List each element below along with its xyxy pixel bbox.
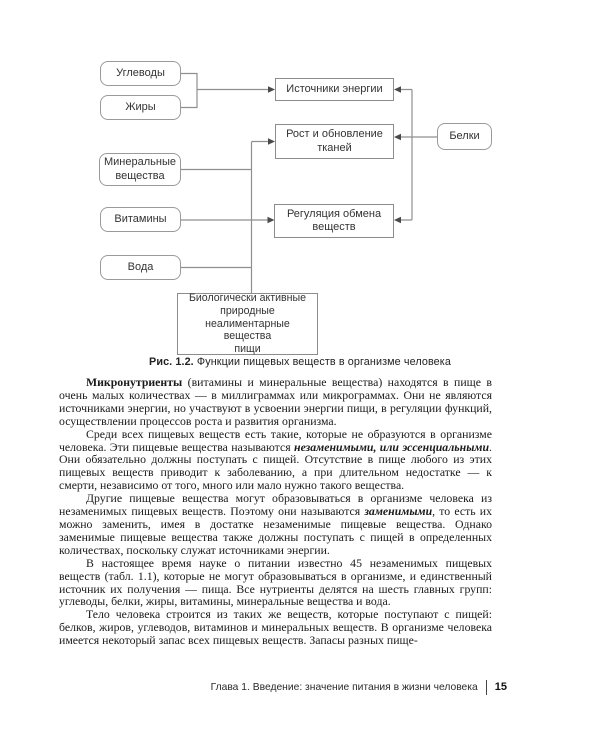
paragraph-essential: Среди всех пищевых веществ есть такие, к… xyxy=(59,426,492,493)
paragraph-body-composition: Тело человека строится из таких же вещес… xyxy=(59,608,492,647)
diagram-node-bioactive-substances: Биологически активные природные неалимен… xyxy=(177,292,318,355)
paragraph-text: Тело человека строится из таких же вещес… xyxy=(59,607,492,648)
paragraph-text: Другие пищевые вещества могут образовыва… xyxy=(59,491,492,519)
diagram-node-fats: Жиры xyxy=(100,95,181,120)
arrowheads xyxy=(267,86,401,224)
paragraph-text: (витамины и минеральные вещества) находя… xyxy=(59,375,492,428)
paragraph-micronutrients: Микронутриенты (витамины и минеральные в… xyxy=(59,376,492,428)
paragraph-replaceable: Другие пищевые вещества могут образовыва… xyxy=(59,492,492,557)
diagram-node-proteins: Белки xyxy=(437,123,492,150)
paragraph-text: В настоящее время науке о питании извест… xyxy=(59,555,492,609)
diagram-node-minerals: Минеральные вещества xyxy=(99,153,181,186)
paragraph-text: . Они обязательно должны поступать с пищ… xyxy=(59,439,492,493)
page-number: 15 xyxy=(494,681,507,693)
diagram-node-metabolism-regulation: Регуляция обмена веществ xyxy=(274,204,394,238)
footer-chapter-title: Глава 1. Введение: значение питания в жи… xyxy=(210,681,478,693)
diagram-node-energy-sources: Источники энергии xyxy=(275,78,394,101)
paragraph-45-substances: В настоящее время науке о питании извест… xyxy=(59,555,492,609)
diagram-node-tissue-growth: Рост и обновление тканей xyxy=(275,124,394,159)
paragraph-emphasis: заменимыми xyxy=(364,504,433,519)
figure-caption-text: Функции пищевых веществ в организме чело… xyxy=(193,356,451,368)
paragraph-lead-bold: Микронутриенты xyxy=(86,375,183,389)
diagram-node-carbohydrates: Углеводы xyxy=(100,61,181,86)
paragraph-text: Среди всех пищевых веществ есть такие, к… xyxy=(59,426,492,454)
figure-1-2-diagram: Углеводы Жиры Минеральные вещества Витам… xyxy=(0,50,600,362)
diagram-connectors xyxy=(181,72,437,293)
diagram-node-vitamins: Витамины xyxy=(100,207,181,232)
footer-divider xyxy=(485,679,487,695)
paragraph-text: , то есть их можно заменить, имея в дост… xyxy=(59,504,492,557)
paragraph-emphasis: незаменимыми, или эссенциальными xyxy=(294,439,490,454)
figure-caption: Рис. 1.2. Функции пищевых веществ в орга… xyxy=(0,356,600,368)
connector-lines xyxy=(181,72,437,293)
page-footer: Глава 1. Введение: значение питания в жи… xyxy=(0,672,600,702)
body-text: Микронутриенты (витамины и минеральные в… xyxy=(59,376,492,647)
diagram-node-water: Вода xyxy=(100,255,181,280)
figure-caption-label: Рис. 1.2. xyxy=(149,356,194,368)
